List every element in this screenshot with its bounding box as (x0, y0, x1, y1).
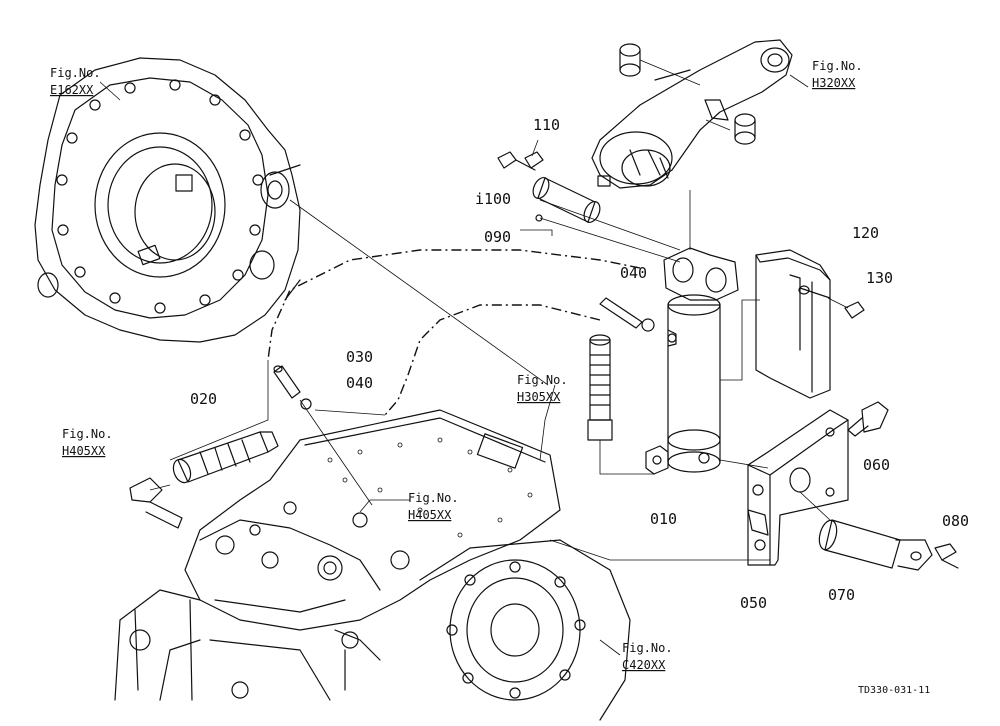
hose-fitting-020 (129, 431, 279, 529)
figref-h320-number: H320XX (812, 76, 856, 90)
label-020: 020 (190, 390, 217, 408)
bracket-drawing (747, 401, 889, 566)
figure-references: Fig.No. E162XX Fig.No. H320XX Fig.No. H3… (50, 59, 863, 672)
hose-sleeve-drawing (273, 365, 301, 399)
hose-fitting-right (587, 334, 613, 441)
shaft-drawing (799, 491, 959, 571)
figref-h405b-number: H405XX (408, 508, 452, 522)
part-labels: 110 i 100 090 120 130 040 030 040 020 06… (190, 116, 969, 612)
lift-cylinder-drawing (599, 247, 769, 475)
hose-sleeve-top (599, 297, 643, 329)
drawing-code: TD330-031-11 (858, 685, 930, 696)
figref-h305-number: H305XX (517, 390, 561, 404)
label-100: 100 (484, 190, 511, 208)
figref-h305-prefix: Fig.No. (517, 373, 568, 387)
front-housing-drawing (34, 57, 301, 343)
label-070: 070 (828, 586, 855, 604)
label-100-marker: i (475, 190, 484, 208)
figref-c420-prefix: Fig.No. (622, 641, 673, 655)
label-050: 050 (740, 594, 767, 612)
figref-h405a-prefix: Fig.No. (62, 427, 113, 441)
figref-h320-prefix: Fig.No. (812, 59, 863, 73)
label-080: 080 (942, 512, 969, 530)
label-040-bottom: 040 (346, 374, 373, 392)
lift-arm-drawing (591, 39, 793, 250)
label-010: 010 (650, 510, 677, 528)
clamp-drawing (300, 318, 655, 410)
label-030: 030 (346, 348, 373, 366)
figref-c420-number: C420XX (622, 658, 666, 672)
cover-plate-drawing (755, 249, 865, 399)
figref-h405a-number: H405XX (62, 444, 106, 458)
label-130: 130 (866, 269, 893, 287)
figref-e162-prefix: Fig.No. (50, 66, 101, 80)
label-060: 060 (863, 456, 890, 474)
hydraulic-lines (169, 249, 641, 506)
label-090: 090 (484, 228, 511, 246)
figref-h405b-prefix: Fig.No. (408, 491, 459, 505)
label-040-top: 040 (620, 264, 647, 282)
figref-e162-number: E162XX (50, 83, 94, 97)
pin-assembly-drawing (497, 139, 681, 263)
label-110: 110 (533, 116, 560, 134)
transmission-drawing (114, 409, 631, 721)
label-120: 120 (852, 224, 879, 242)
